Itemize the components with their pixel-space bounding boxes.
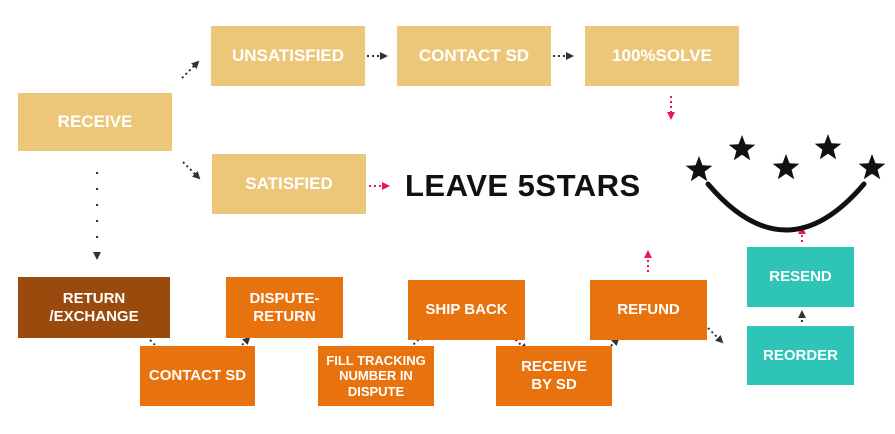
satisfied-label: SATISFIED — [245, 173, 333, 193]
fill-tracking-label-2: NUMBER IN — [339, 368, 413, 384]
receive-by-sd-label-2: BY SD — [531, 376, 577, 393]
satisfied-node: SATISFIED — [212, 154, 366, 214]
resend-node: RESEND — [747, 247, 854, 307]
refund-node: REFUND — [590, 280, 707, 340]
unsatisfied-node: UNSATISFIED — [211, 26, 365, 86]
contact-sd-top-label: CONTACT SD — [418, 45, 530, 65]
smile-arc-icon — [705, 181, 867, 233]
return-exchange-label-2: /EXCHANGE — [49, 307, 139, 325]
arrow-contact-to-dispute — [234, 336, 251, 353]
receive-label: RECEIVE — [57, 111, 133, 131]
dispute-return-node: DISPUTE- RETURN — [226, 277, 343, 338]
refund-label: REFUND — [617, 301, 680, 318]
arrow-receive-to-unsatisfied — [181, 60, 200, 79]
dispute-return-label-2: RETURN — [253, 307, 316, 325]
solve-label: 100%SOLVE — [612, 45, 712, 65]
solve-node: 100%SOLVE — [585, 26, 739, 86]
arrow-receive-to-satisfied — [182, 161, 201, 180]
leave-stars-heading: LEAVE 5STARS — [405, 168, 641, 203]
resend-label: RESEND — [769, 268, 832, 285]
star-icon — [814, 134, 842, 160]
unsatisfied-label: UNSATISFIED — [231, 45, 345, 65]
receive-by-sd-label-1: RECEIVE — [521, 358, 587, 375]
receive-node: RECEIVE — [18, 93, 172, 151]
ship-back-node: SHIP BACK — [408, 280, 525, 340]
star-icon — [858, 154, 886, 180]
receive-by-sd-node: RECEIVE BY SD — [496, 346, 612, 406]
star-icon — [685, 156, 713, 182]
fill-tracking-node: FILL TRACKING NUMBER IN DISPUTE — [318, 346, 434, 406]
star-icon — [728, 135, 756, 161]
reorder-node: REORDER — [747, 326, 854, 385]
star-icon — [772, 154, 800, 180]
contact-sd-top-node: CONTACT SD — [397, 26, 551, 86]
reorder-label: REORDER — [762, 346, 838, 364]
arrow-receive-sd-to-refund — [603, 337, 620, 354]
arrow-refund-to-reorder — [707, 327, 724, 344]
ship-back-label: SHIP BACK — [425, 301, 508, 318]
contact-sd-bottom-node: CONTACT SD — [140, 346, 255, 406]
fill-tracking-label-1: FILL TRACKING — [326, 352, 426, 368]
contact-sd-bottom-label: CONTACT SD — [148, 367, 247, 384]
return-exchange-node: RETURN /EXCHANGE — [18, 277, 170, 338]
fill-tracking-label-3: DISPUTE — [347, 383, 405, 399]
dispute-return-label-1: DISPUTE- — [249, 289, 320, 307]
return-exchange-label-1: RETURN — [62, 289, 126, 307]
